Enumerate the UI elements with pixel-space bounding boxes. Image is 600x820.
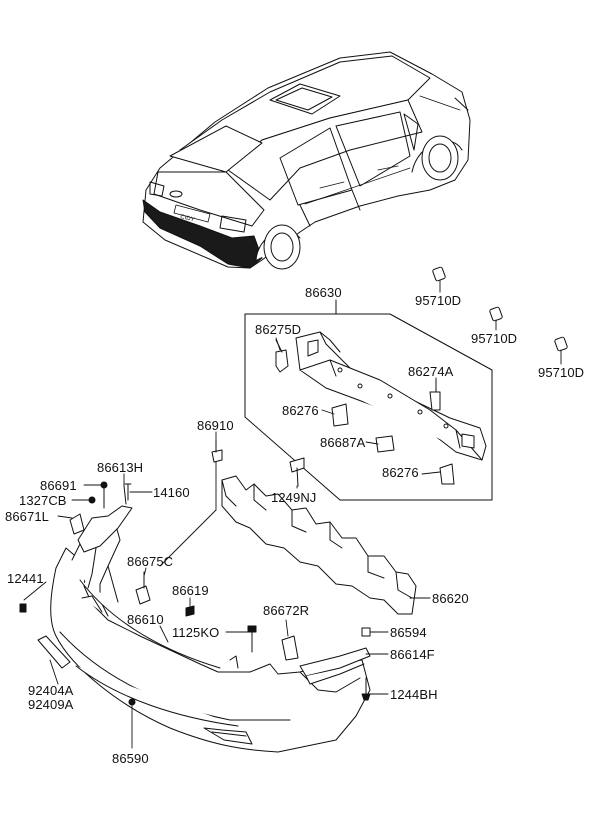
part-label-86274A: 86274A xyxy=(408,364,454,379)
rear-beam xyxy=(295,331,487,461)
bolt-1125KO xyxy=(247,625,257,653)
part-label-95710D-1: 95710D xyxy=(415,293,462,308)
bracket-86671L xyxy=(69,513,85,535)
part-label-86610: 86610 xyxy=(127,612,164,627)
beam-assembly-outline xyxy=(244,299,493,501)
clip-86675C xyxy=(135,571,151,605)
part-label-92404A: 92404A xyxy=(28,683,74,698)
part-label-86276-right: 86276 xyxy=(382,465,419,480)
sensor-95710D-3 xyxy=(554,336,568,352)
part-label-95710D-2: 95710D xyxy=(471,331,518,346)
sensor-95710D-1 xyxy=(432,266,446,282)
sensor-95710D-2 xyxy=(489,306,503,322)
energy-absorber-86620 xyxy=(221,475,417,615)
part-label-86590: 86590 xyxy=(112,751,149,766)
screw-12441 xyxy=(19,603,27,613)
bracket-86613H xyxy=(77,485,133,553)
clip-1249NJ xyxy=(289,457,305,487)
part-label-1244BH: 1244BH xyxy=(390,687,438,702)
part-label-86671L: 86671L xyxy=(5,509,49,524)
reflector-92404A xyxy=(37,635,71,669)
part-label-86614F: 86614F xyxy=(390,647,435,662)
part-label-86687A: 86687A xyxy=(320,435,366,450)
leader-lines xyxy=(23,279,562,749)
clip-86619 xyxy=(185,605,195,617)
bolt-14160 xyxy=(124,483,132,501)
part-label-12441: 12441 xyxy=(7,571,44,586)
bracket-86276-right xyxy=(439,463,455,485)
part-label-1249NJ: 1249NJ xyxy=(271,490,317,505)
part-label-1125KO: 1125KO xyxy=(172,625,220,640)
part-label-86276-left: 86276 xyxy=(282,403,319,418)
bracket-86687A xyxy=(375,435,395,453)
clip-86594 xyxy=(361,627,371,637)
bracket-86276-left xyxy=(331,403,349,427)
part-label-14160: 14160 xyxy=(153,485,190,500)
fastener-86590 xyxy=(128,698,136,706)
molding-86614F xyxy=(299,647,371,685)
part-label-86275D: 86275D xyxy=(255,322,302,337)
fastener-86910 xyxy=(211,439,223,463)
part-label-92409A: 92409A xyxy=(28,697,74,712)
part-label-95710D-3: 95710D xyxy=(538,365,585,380)
part-label-86675C: 86675C xyxy=(127,554,174,569)
part-label-86594: 86594 xyxy=(390,625,427,640)
bracket-86274A xyxy=(429,379,441,411)
part-label-86619: 86619 xyxy=(172,583,209,598)
part-label-86620: 86620 xyxy=(432,591,469,606)
svg-text:CIDY: CIDY xyxy=(180,214,195,223)
part-label-86630: 86630 xyxy=(305,285,342,300)
part-label-86910: 86910 xyxy=(197,418,234,433)
car-illustration: CIDY xyxy=(142,51,471,270)
screw-86691 xyxy=(100,481,108,509)
part-label-86613H: 86613H xyxy=(97,460,144,475)
bracket-86672R xyxy=(281,635,299,661)
part-label-1327CB: 1327CB xyxy=(19,493,67,508)
part-label-86672R: 86672R xyxy=(263,603,310,618)
part-label-86691: 86691 xyxy=(40,478,77,493)
screw-1244BH xyxy=(361,677,371,701)
clip-1327CB xyxy=(88,496,96,504)
